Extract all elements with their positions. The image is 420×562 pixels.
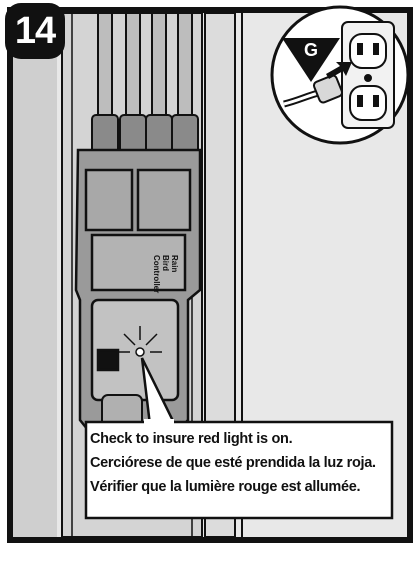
device-label-line: Controller [152,255,161,293]
callout-line-english: Check to insure red light is on. [90,427,390,451]
device-label-line: Bird [161,255,170,271]
inset-marker-letter: G [296,40,326,61]
device-label-line: Rain [170,255,179,272]
left-post-shadow [13,13,57,537]
step-number-badge: 14 [5,3,65,59]
callout-line-french: Vérifier que la lumière rouge est allumé… [90,475,390,499]
callout-text: Check to insure red light is on. Cerciór… [90,427,390,499]
callout-line-spanish: Cerciórese de que esté prendida la luz r… [90,451,390,475]
outlet-plate [342,22,394,128]
